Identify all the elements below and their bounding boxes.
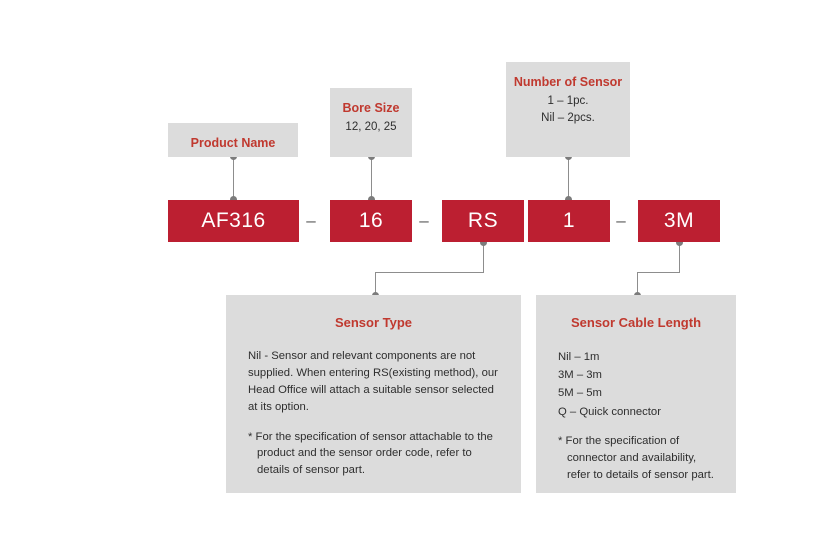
connector-line-number-of-sensor — [568, 156, 569, 200]
connector-dot-product-name-bottom — [230, 196, 237, 203]
code-segment-sensor-cable-length[interactable]: 3M — [638, 200, 720, 242]
callout-sensor-type: Sensor Type Nil - Sensor and relevant co… — [226, 295, 521, 493]
code-separator-1: – — [303, 200, 319, 242]
connector-dot-sensor-type-top — [480, 239, 487, 246]
code-separator-3-glyph: – — [616, 211, 626, 230]
callout-product-name: Product Name — [168, 123, 298, 157]
callout-note-text-sensor-type: For the specification of sensor attachab… — [255, 430, 493, 477]
callout-list-item-cable-nil: Nil – 1m — [558, 350, 600, 363]
connector-dot-sensor-cable-length-top — [676, 239, 683, 246]
callout-title-sensor-cable-length: Sensor Cable Length — [570, 315, 702, 330]
callout-list-item-cable-3m: 3M – 3m — [558, 369, 602, 382]
connector-dot-number-of-sensor-bottom — [565, 196, 572, 203]
callout-text-number-of-sensor-line-1: 1 – 1pc. — [547, 95, 589, 108]
code-segment-product-name-value: AF316 — [201, 209, 266, 232]
code-segment-sensor-type-value: RS — [467, 209, 499, 232]
callout-note-sensor-type: * For the specification of sensor attach… — [248, 429, 499, 480]
callout-number-of-sensor: Number of Sensor 1 – 1pc. Nil – 2pcs. — [506, 62, 630, 157]
connector-line-sensor-cable-length-lower — [637, 272, 638, 295]
code-separator-1-glyph: – — [306, 211, 316, 230]
callout-note-marker-sensor-type: * — [248, 430, 253, 443]
callout-title-bore-size: Bore Size — [342, 101, 400, 115]
callout-title-product-name: Product Name — [190, 136, 276, 150]
connector-line-bore-size — [371, 156, 372, 200]
connector-line-sensor-type-horizontal — [375, 272, 484, 273]
callout-note-sensor-cable-length: * For the specification of connector and… — [558, 433, 714, 484]
connector-dot-bore-size-bottom — [368, 196, 375, 203]
code-segment-bore-size-value: 16 — [358, 209, 384, 232]
code-separator-2: – — [416, 200, 432, 242]
connector-line-sensor-type-upper — [483, 242, 484, 272]
callout-text-sensor-type-paragraph: Nil - Sensor and relevant components are… — [248, 349, 498, 414]
code-separator-2-glyph: – — [419, 211, 429, 230]
callout-note-marker-sensor-cable-length: * — [558, 435, 563, 448]
callout-sensor-cable-length: Sensor Cable Length Nil – 1m 3M – 3m 5M … — [536, 295, 736, 493]
connector-line-product-name — [233, 156, 234, 200]
callout-title-sensor-type: Sensor Type — [334, 315, 413, 330]
connector-line-sensor-cable-length-upper — [679, 242, 680, 272]
connector-line-sensor-type-lower — [375, 272, 376, 295]
code-segment-sensor-type[interactable]: RS — [442, 200, 524, 242]
callout-note-text-sensor-cable-length: For the specification of connector and a… — [565, 435, 714, 481]
callout-list-item-cable-5m: 5M – 5m — [558, 387, 602, 400]
code-segment-number-of-sensor[interactable]: 1 — [528, 200, 610, 242]
code-separator-3: – — [613, 200, 629, 242]
code-segment-sensor-cable-length-value: 3M — [663, 209, 695, 232]
callout-text-bore-size-values: 12, 20, 25 — [345, 121, 397, 134]
connector-line-sensor-cable-length-horizontal — [637, 272, 680, 273]
code-segment-number-of-sensor-value: 1 — [562, 209, 576, 232]
code-segment-bore-size[interactable]: 16 — [330, 200, 412, 242]
callout-bore-size: Bore Size 12, 20, 25 — [330, 88, 412, 157]
code-segment-product-name[interactable]: AF316 — [168, 200, 299, 242]
callout-text-number-of-sensor-line-2: Nil – 2pcs. — [541, 111, 595, 124]
callout-title-number-of-sensor: Number of Sensor — [513, 75, 623, 89]
callout-list-item-cable-q: Q – Quick connector — [558, 405, 661, 418]
